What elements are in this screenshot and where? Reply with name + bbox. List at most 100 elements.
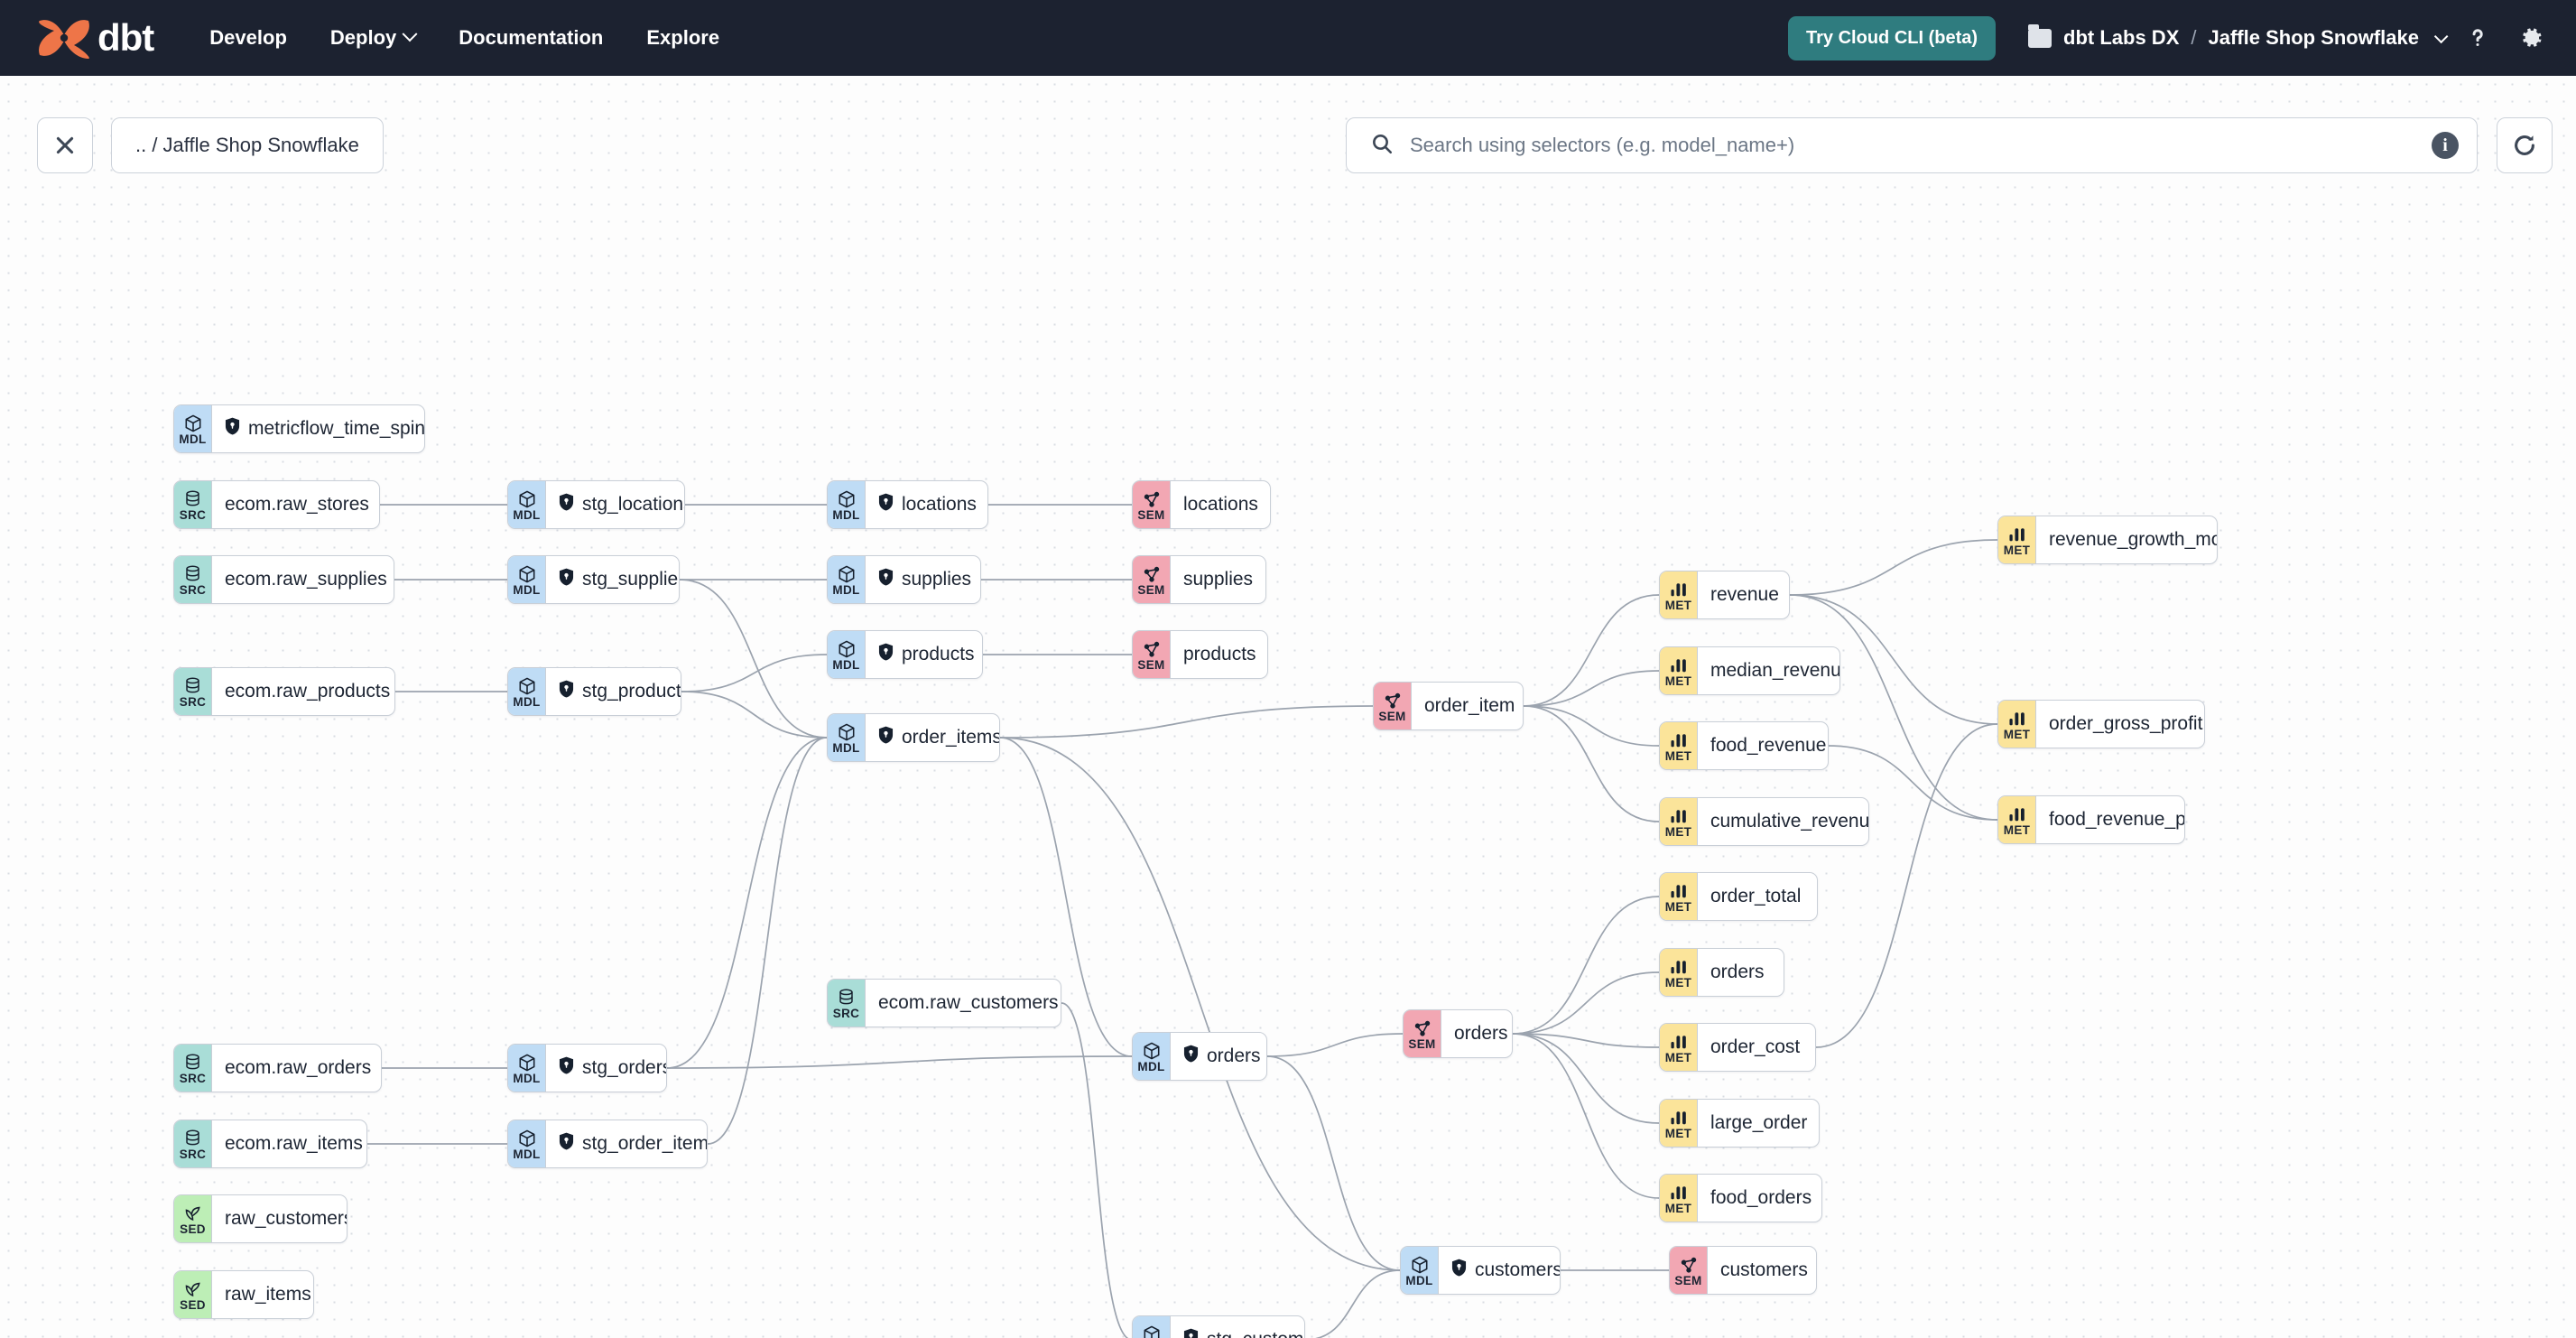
graph-node-sem_supplies[interactable]: SEM supplies [1132,555,1266,604]
settings-button[interactable] [2511,17,2553,59]
met-type-icon [1669,1109,1689,1127]
lineage-canvas[interactable]: .. / Jaffle Shop Snowflake i MDLmetricfl… [0,76,2576,1338]
nav-documentation[interactable]: Documentation [459,17,603,59]
met-badge: MET [1660,949,1698,996]
node-label: products [866,631,982,678]
close-button[interactable] [37,117,93,173]
edge-stg_products-to-order_items [681,691,828,739]
nav-develop[interactable]: Develop [209,17,287,59]
met-badge: MET [1660,798,1698,845]
node-label: ecom.raw_items [212,1120,366,1167]
breadcrumb-project: Jaffle Shop Snowflake [2208,26,2420,49]
node-label: large_order [1698,1100,1819,1147]
search-bar[interactable]: i [1346,117,2478,173]
node-label: ecom.raw_customers [866,980,1061,1027]
try-cloud-cli-button[interactable]: Try Cloud CLI (beta) [1788,15,1997,60]
graph-node-raw_items[interactable]: SED raw_items [173,1270,314,1319]
edge-stg_order_items-to-order_items [707,737,828,1145]
info-icon[interactable]: i [2432,132,2459,159]
node-label: locations [1171,481,1270,528]
edge-met_revenue-to-met_revenue_growth_mom [1789,539,1998,596]
node-label: products [1171,631,1267,678]
graph-node-met_order_total[interactable]: MET order_total [1659,872,1818,921]
src-type-icon [183,565,202,583]
public-access-shield-icon [878,643,894,666]
top-navigation-bar: dbt Develop Deploy Documentation Explore… [0,0,2576,76]
node-name-text: revenue [1710,584,1779,605]
edge-sem_order_item-to-met_median_revenue [1523,670,1660,707]
refresh-button[interactable] [2497,117,2553,173]
met-type-icon [1669,581,1689,599]
public-access-shield-icon [559,1056,574,1080]
node-label: order_total [1698,873,1816,920]
chevron-down-icon[interactable] [2433,29,2449,43]
node-label: median_revenue [1698,647,1839,694]
public-access-shield-icon [1451,1259,1467,1282]
node-name-text: supplies [902,569,972,590]
node-type-label: MET [1664,1201,1692,1215]
nav-explore[interactable]: Explore [646,17,719,59]
node-type-label: SEM [1137,582,1165,597]
breadcrumb-separator: / [2191,26,2197,49]
node-label: raw_items [212,1271,313,1318]
sem-badge: SEM [1404,1010,1441,1057]
dbt-logo[interactable]: dbt [36,17,154,59]
node-type-label: MDL [513,694,541,709]
graph-breadcrumb-pill[interactable]: .. / Jaffle Shop Snowflake [111,117,384,173]
nav-deploy[interactable]: Deploy [330,17,418,59]
edge-orders_mdl-to-customers_mdl [1266,1055,1401,1271]
public-access-shield-icon [878,568,894,591]
src-badge: SRC [174,1045,212,1092]
node-name-text: supplies [1183,569,1254,590]
sem-badge: SEM [1133,556,1171,603]
node-label: order_items [866,714,999,761]
node-name-text: ecom.raw_products [225,681,391,702]
account-project-breadcrumb[interactable]: dbt Labs DX / Jaffle Shop Snowflake [2028,23,2449,50]
public-access-shield-icon [559,493,574,516]
public-access-shield-icon [559,1132,574,1156]
node-type-label: SED [180,1297,206,1312]
src-type-icon [837,989,856,1007]
node-type-label: MET [1664,899,1692,914]
help-button[interactable] [2457,17,2498,59]
node-name-text: stg_order_items [582,1133,708,1154]
search-input[interactable] [1410,134,2415,157]
